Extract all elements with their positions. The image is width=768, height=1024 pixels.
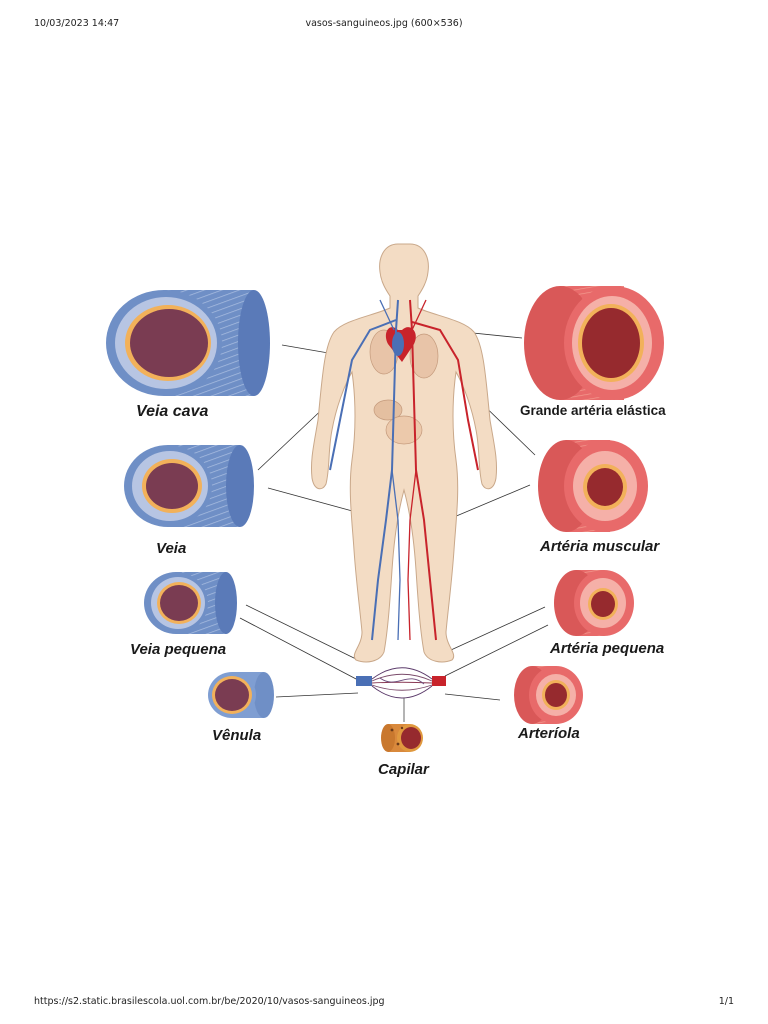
print-title: vasos-sanguineos.jpg (600×536): [305, 18, 463, 29]
arteria-muscular-cross-section: [538, 440, 648, 532]
venula-cross-section: [208, 672, 274, 718]
arteria-pequena-cross-section: [554, 570, 634, 636]
label-capilar: Capilar: [378, 761, 430, 778]
print-date: 10/03/2023 14:47: [34, 18, 120, 29]
veia-cross-section: [124, 445, 254, 527]
label-veia-pequena: Veia pequena: [130, 641, 226, 658]
label-arteria-muscular: Artéria muscular: [539, 538, 660, 555]
veia-pequena-cross-section: [144, 572, 237, 634]
print-source-url: https://s2.static.brasilescola.uol.com.b…: [34, 996, 385, 1007]
grande-arteria-cross-section: [524, 286, 664, 400]
label-grande-arteria: Grande artéria elástica: [520, 403, 666, 418]
capilar-cross-section: [381, 724, 423, 752]
capillary-network: [356, 667, 446, 722]
label-venula: Vênula: [212, 727, 261, 744]
veia-cava-cross-section: [106, 290, 270, 396]
print-page-number: 1/1: [718, 996, 734, 1007]
label-veia: Veia: [156, 540, 186, 557]
label-veia-cava: Veia cava: [136, 403, 208, 420]
arteriola-cross-section: [514, 666, 583, 724]
label-arteria-pequena: Artéria pequena: [549, 640, 664, 657]
label-arteriola: Arteríola: [517, 725, 580, 742]
human-body-figure: [311, 243, 497, 663]
